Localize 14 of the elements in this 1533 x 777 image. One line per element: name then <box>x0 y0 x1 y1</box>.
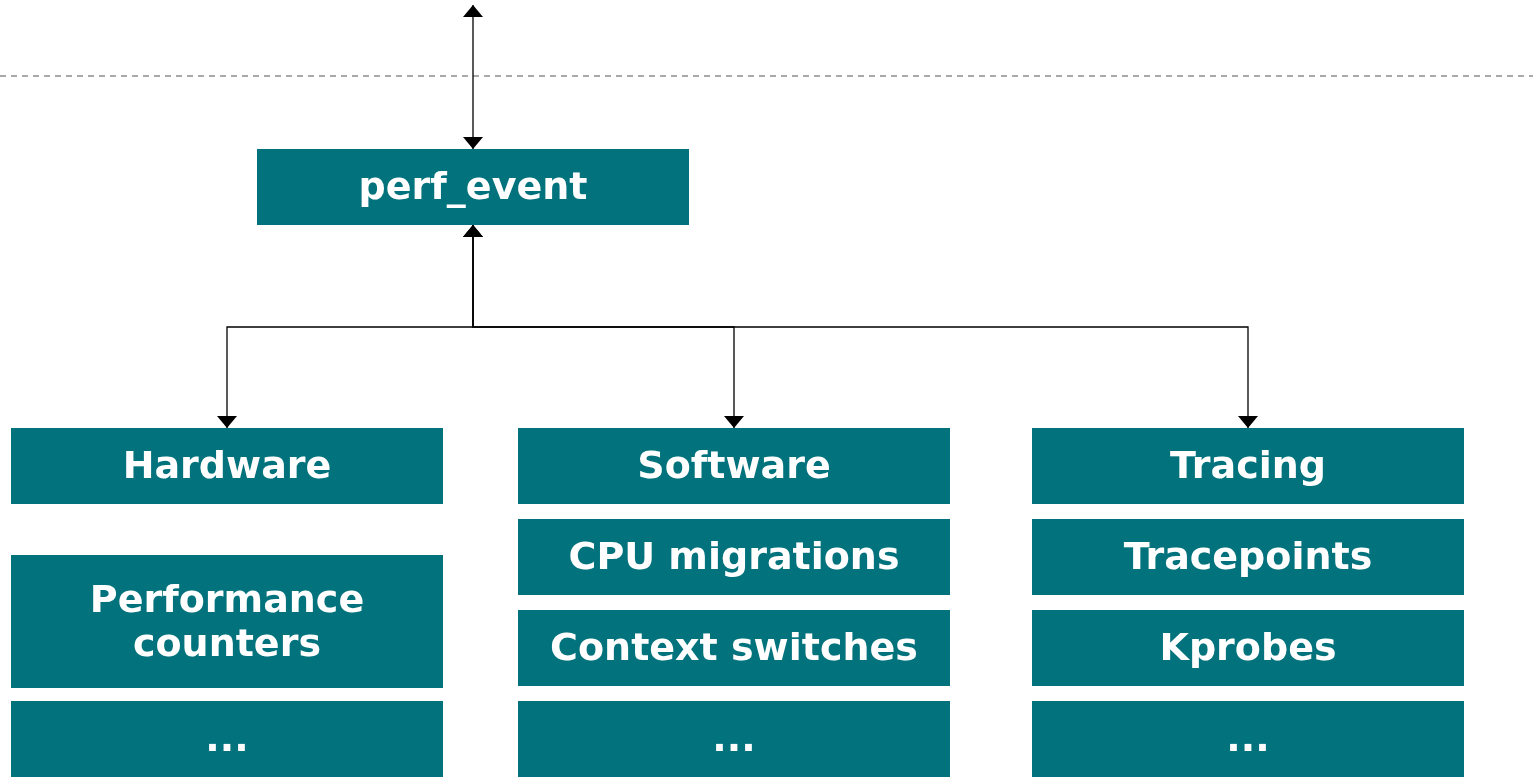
process-box: Context switches <box>518 610 950 686</box>
process-box: CPU migrations <box>518 519 950 595</box>
process-box: ... <box>1032 701 1464 777</box>
process-box: Hardware <box>11 428 443 504</box>
process-box: Tracing <box>1032 428 1464 504</box>
process-box: Software <box>518 428 950 504</box>
process-box: ... <box>518 701 950 777</box>
process-box: ... <box>11 701 443 777</box>
arrow <box>463 4 483 150</box>
arrow <box>463 224 1258 429</box>
process-box: Tracepoints <box>1032 519 1464 595</box>
process-box: Kprobes <box>1032 610 1464 686</box>
process-box: Performance counters <box>11 555 443 688</box>
process-box: perf_event <box>257 149 689 225</box>
